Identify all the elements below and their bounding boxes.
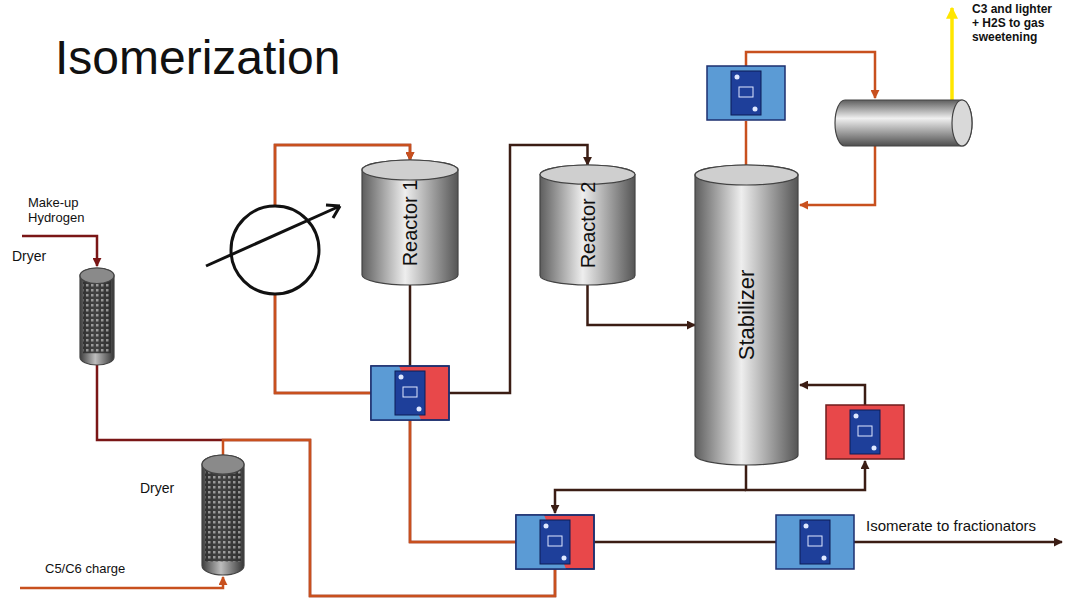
overhead-pipe [745,121,748,165]
stabilizer-column: Stabilizer [695,165,798,465]
reboiler-return-pipe [800,385,865,405]
pipe-connector [97,145,555,596]
vessel-heading: Dryer [12,248,46,264]
dryer-vessel: Dryer [202,455,244,575]
stream-label: Isomerate to fractionators [866,517,1036,534]
dryer-vessel: Dryer [80,268,114,365]
dryer-shape [202,455,244,575]
vessel-label: Reactor 1 [399,179,422,266]
pipe-connector [588,285,696,325]
stream-label: C3 and lighter + H2S to gas sweetening [972,3,1058,44]
stream-label: C5/C6 charge [45,562,125,577]
condenser [707,66,785,120]
heat-exchanger [371,366,449,420]
product-outlet-pipe [854,541,1062,544]
diagram-title: Isomerization [55,30,340,85]
heat-exchanger [516,515,594,569]
fired-heater [206,205,340,294]
pipe-connector [223,145,555,596]
reflux-pipe [800,146,875,205]
reboiler [826,405,904,459]
bottoms-pipe [555,490,746,513]
charge-inlet-pipe [20,577,223,588]
product-pipe [594,541,776,544]
stream-label: Make-up Hydrogen [28,196,98,226]
reactor-vessel: Reactor 1 [362,160,458,285]
vessel-label: Stabilizer [734,270,760,360]
offgas-arrow [950,8,954,100]
cooler [776,515,854,569]
dryer-shape [80,268,114,365]
vessel-heading: Dryer [140,480,174,496]
reactor-vessel: Reactor 2 [540,165,635,285]
reflux-drum [835,100,972,146]
reboiler-feed-pipe [746,461,865,490]
vessel-label: Reactor 2 [576,182,599,269]
